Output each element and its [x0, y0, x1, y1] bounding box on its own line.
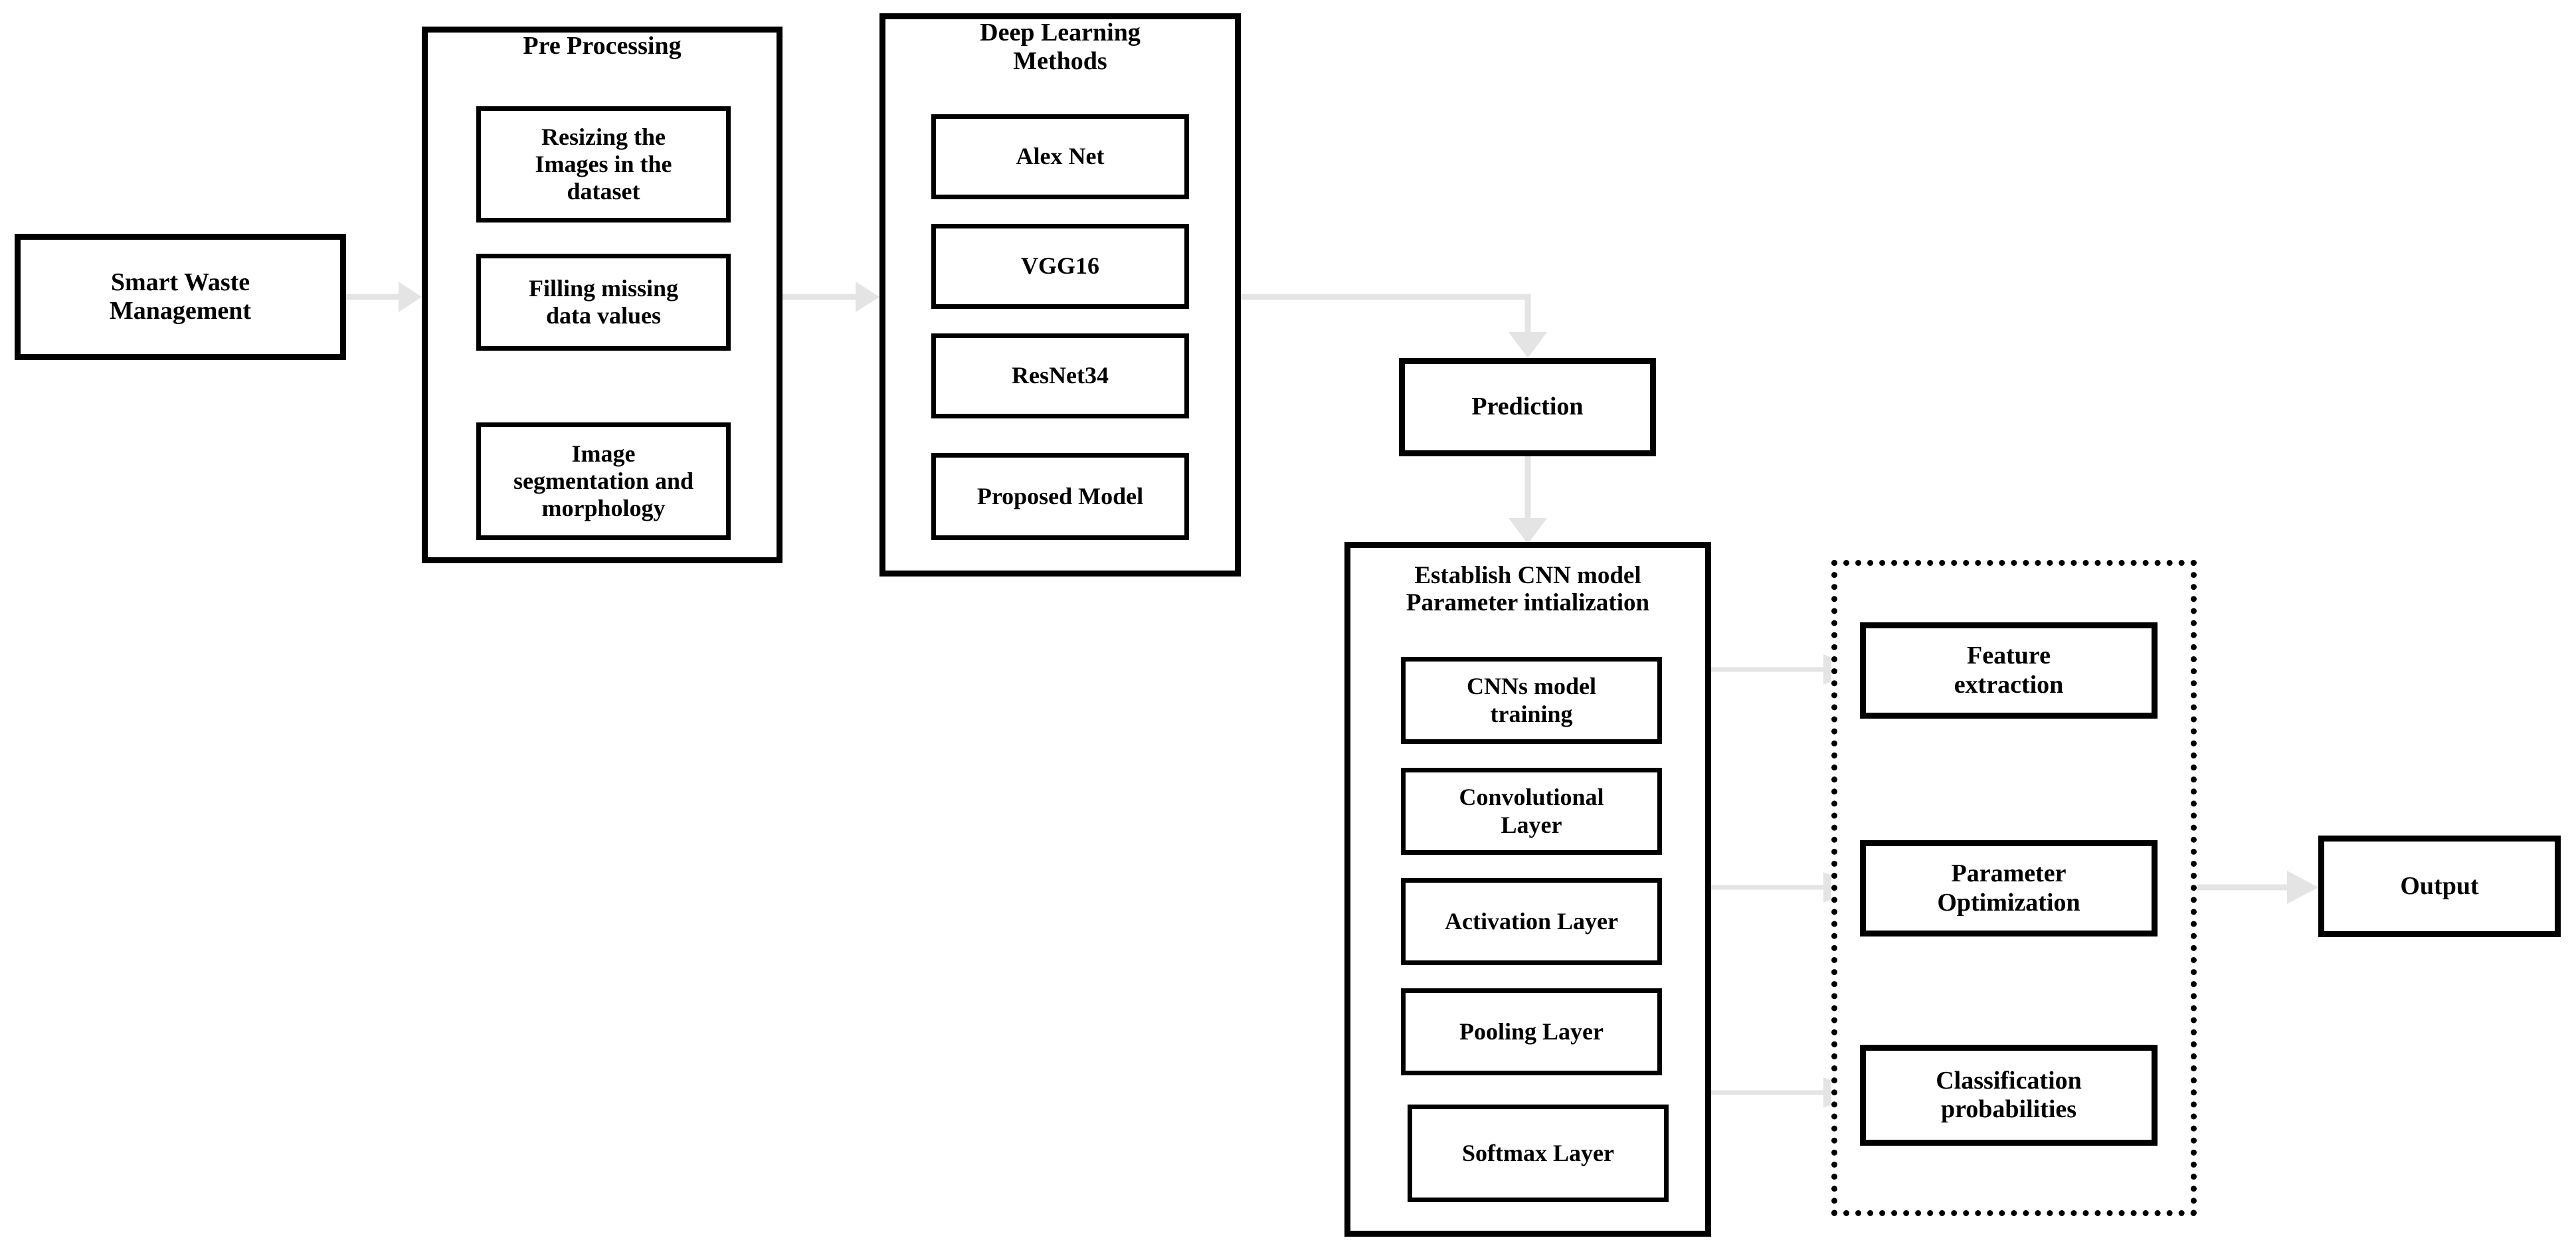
- results-item-feature-extraction[interactable]: Feature extraction: [1860, 622, 2158, 719]
- item-label: Image segmentation and morphology: [513, 440, 694, 522]
- pre-processing-item-resizing[interactable]: Resizing the Images in the dataset: [476, 106, 731, 223]
- arrow-deeplearning-prediction: [1241, 294, 1547, 358]
- group-deep-learning-title: Deep Learning Methods: [980, 19, 1141, 75]
- deep-learning-item-proposed-model[interactable]: Proposed Model: [931, 453, 1189, 540]
- node-smart-waste-management[interactable]: Smart Waste Management: [15, 234, 346, 360]
- item-label: CNNs model training: [1467, 673, 1596, 727]
- arrow-preprocessing-deeplearning: [782, 282, 879, 312]
- item-label: Resizing the Images in the dataset: [535, 123, 672, 205]
- deep-learning-item-resnet34[interactable]: ResNet34: [931, 333, 1189, 418]
- deep-learning-item-vgg16[interactable]: VGG16: [931, 224, 1189, 309]
- group-pre-processing-title: Pre Processing: [523, 32, 682, 60]
- results-item-parameter-optimization[interactable]: Parameter Optimization: [1860, 840, 2158, 936]
- item-label: Pooling Layer: [1459, 1018, 1604, 1045]
- arrow-smartwaste-preprocessing: [346, 282, 422, 312]
- cnn-item-pooling-layer[interactable]: Pooling Layer: [1401, 988, 1662, 1075]
- node-output[interactable]: Output: [2318, 836, 2561, 937]
- cnn-item-softmax-layer[interactable]: Softmax Layer: [1408, 1105, 1669, 1202]
- node-label: Output: [2400, 871, 2479, 900]
- item-label: Alex Net: [1016, 143, 1105, 170]
- node-prediction[interactable]: Prediction: [1399, 358, 1656, 456]
- item-label: Proposed Model: [976, 482, 1144, 509]
- item-label: VGG16: [1020, 252, 1099, 280]
- group-cnn-model-title: Establish CNN model Parameter intializat…: [1406, 562, 1650, 617]
- node-label: Prediction: [1471, 393, 1584, 421]
- item-label: Activation Layer: [1445, 907, 1618, 935]
- node-label: Smart Waste Management: [109, 268, 252, 325]
- item-label: Convolutional Layer: [1459, 784, 1604, 838]
- item-label: Classification probabilities: [1936, 1066, 2082, 1123]
- pre-processing-item-filling-missing[interactable]: Filling missing data values: [476, 254, 731, 351]
- item-label: Feature extraction: [1954, 642, 2064, 699]
- results-item-classification-probabilities[interactable]: Classification probabilities: [1860, 1045, 2158, 1146]
- cnn-item-activation-layer[interactable]: Activation Layer: [1401, 878, 1662, 965]
- pre-processing-item-image-segmentation[interactable]: Image segmentation and morphology: [476, 422, 731, 540]
- deep-learning-item-alexnet[interactable]: Alex Net: [931, 114, 1189, 199]
- arrow-results-output: [2197, 871, 2318, 904]
- arrow-prediction-cnnmodel: [1509, 456, 1547, 544]
- cnn-item-convolutional-layer[interactable]: Convolutional Layer: [1401, 768, 1662, 855]
- cnn-item-model-training[interactable]: CNNs model training: [1401, 657, 1662, 744]
- item-label: Softmax Layer: [1462, 1139, 1614, 1166]
- item-label: Filling missing data values: [528, 274, 679, 329]
- item-label: ResNet34: [1012, 362, 1109, 389]
- item-label: Parameter Optimization: [1937, 859, 2080, 917]
